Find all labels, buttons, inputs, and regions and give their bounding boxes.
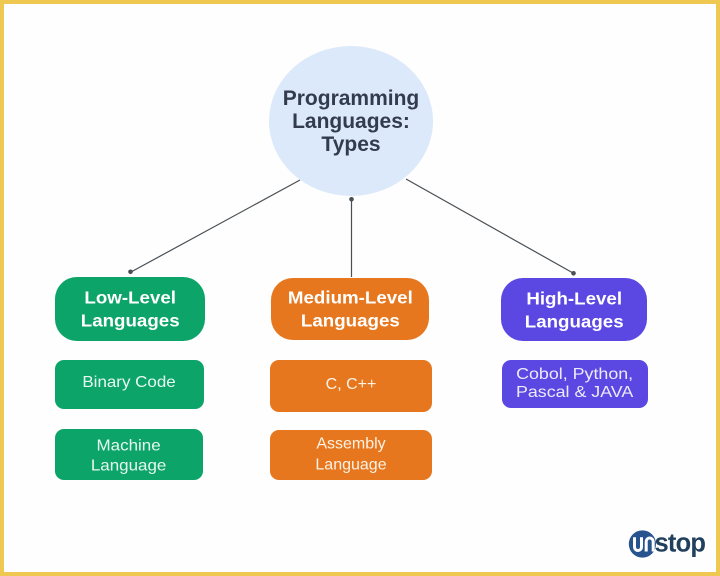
svg-text:stop: stop [655, 530, 706, 558]
